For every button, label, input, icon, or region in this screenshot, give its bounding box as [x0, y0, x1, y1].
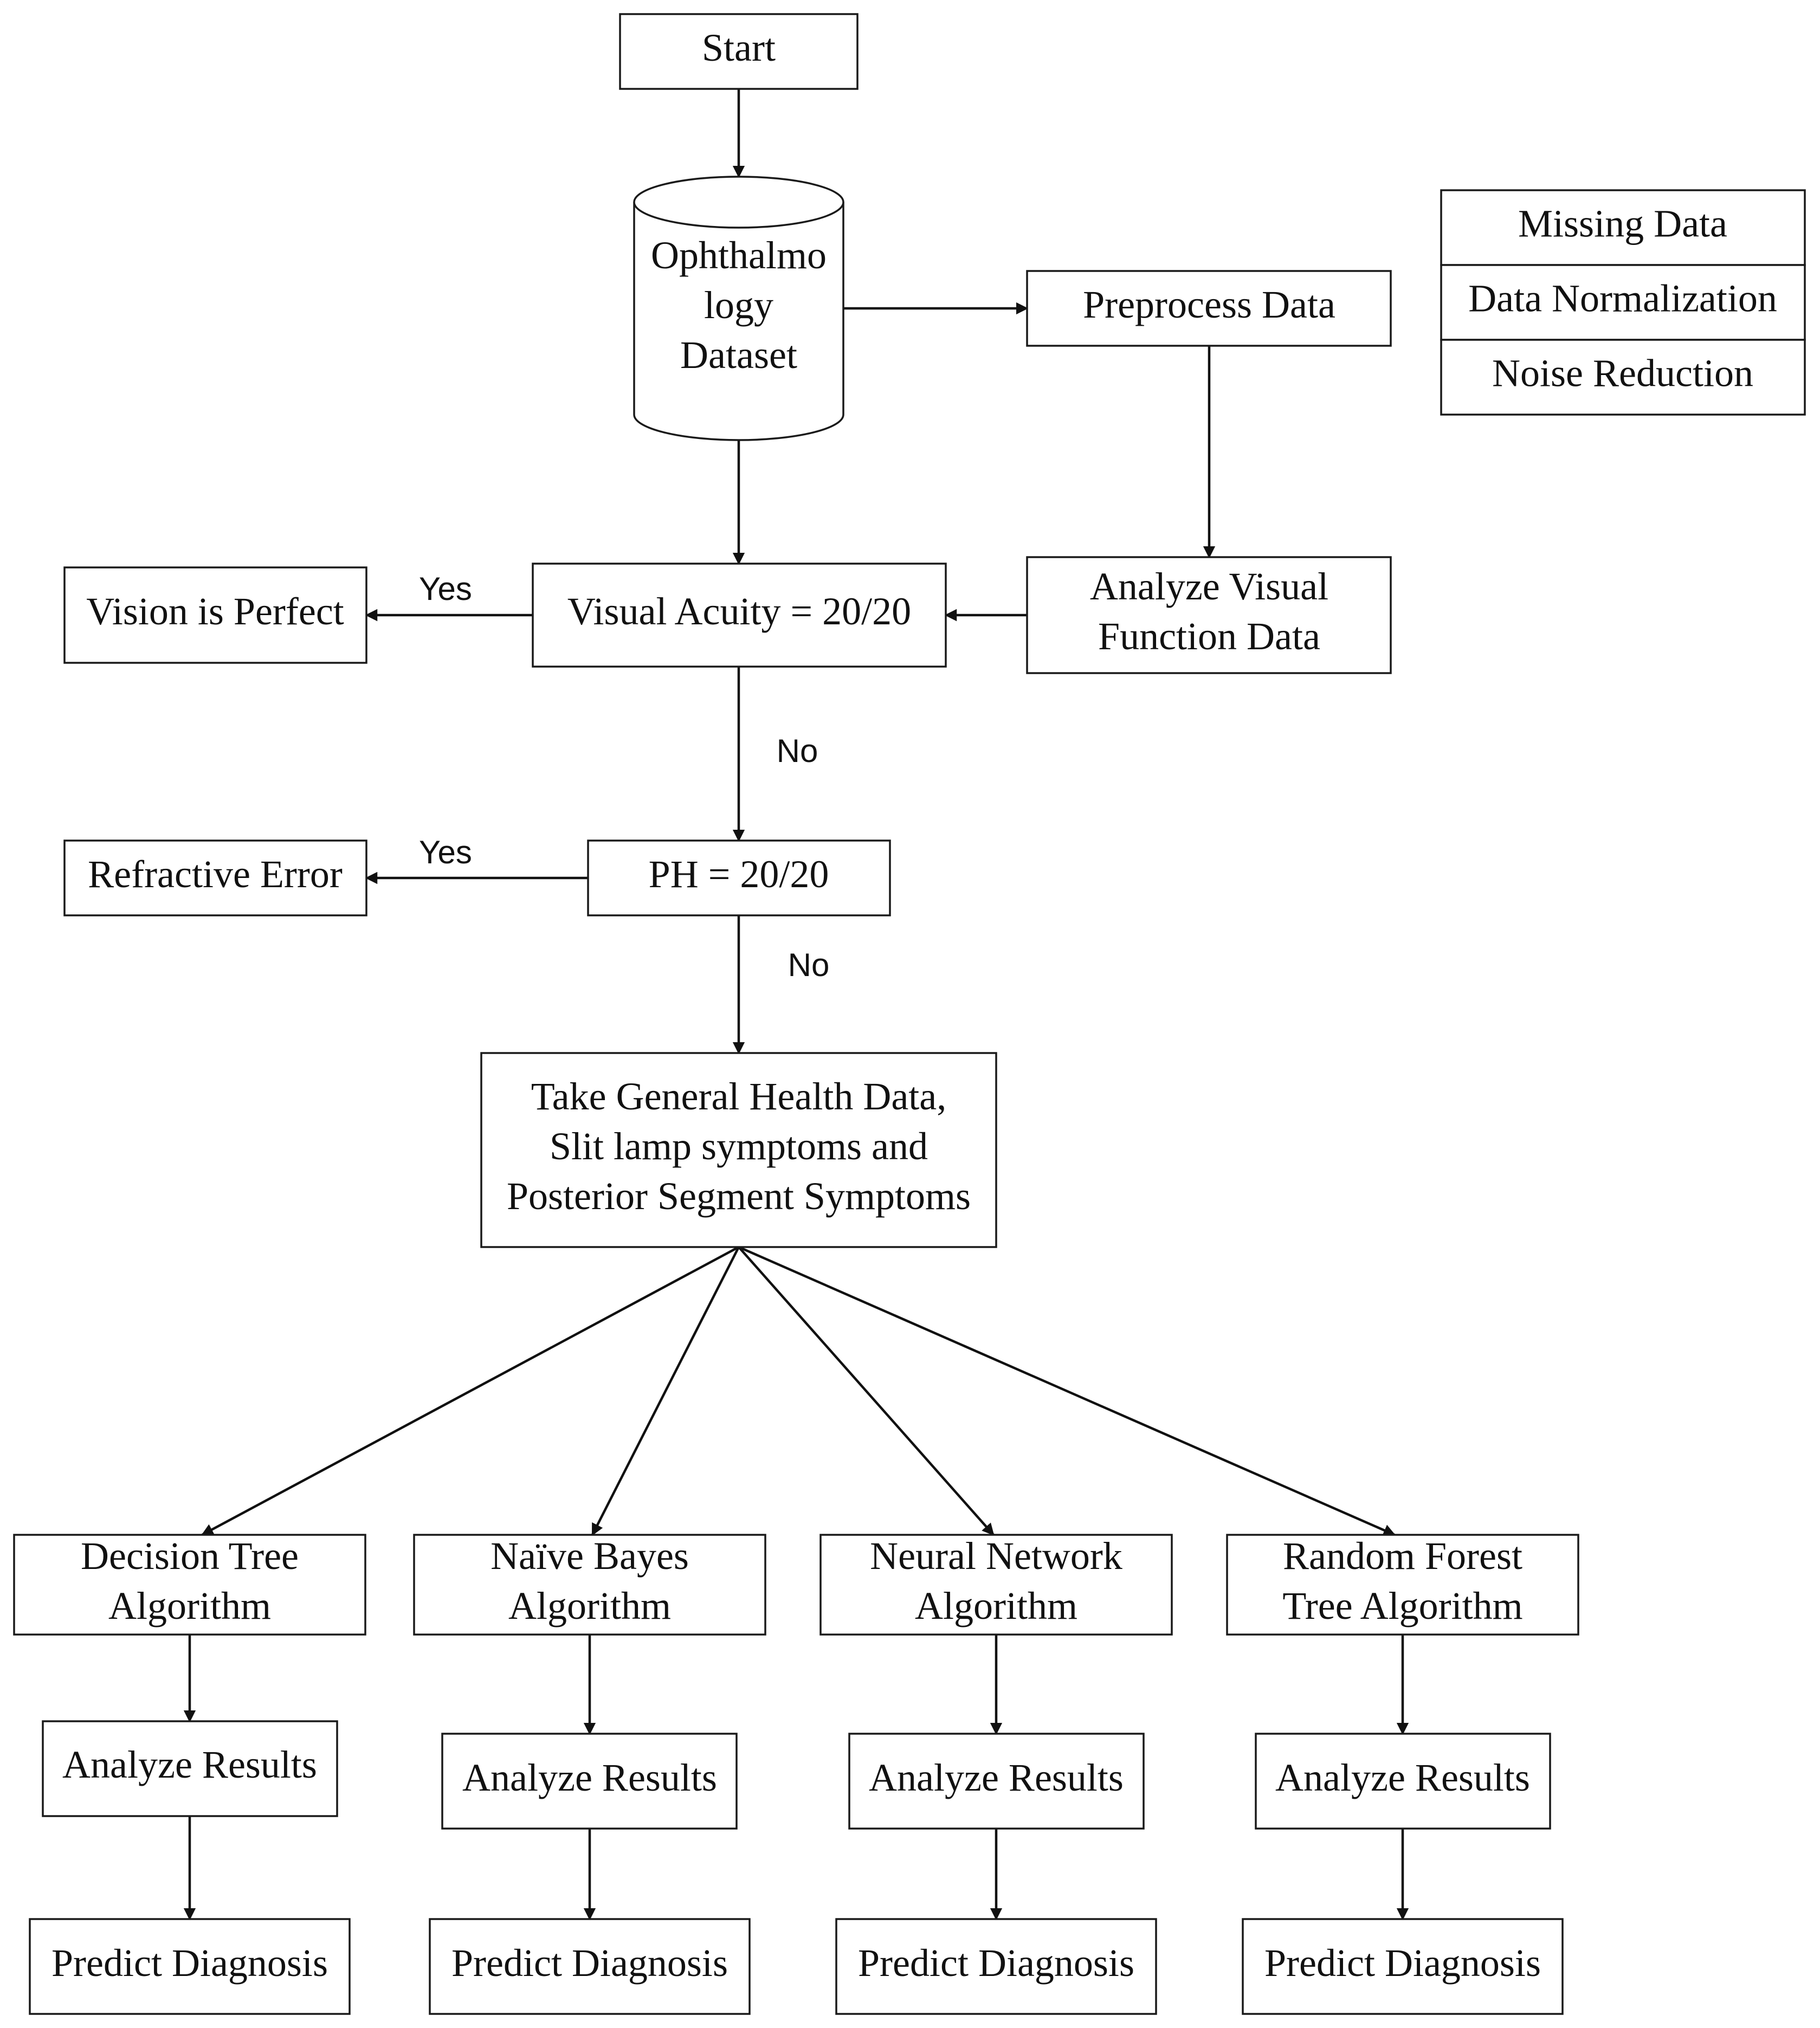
node-text-line: Vision is Perfect [86, 590, 344, 633]
node-text-line: Tree Algorithm [1282, 1584, 1522, 1627]
predict-diagnosis-decision-tree-label: Predict Diagnosis [51, 1941, 328, 1985]
preprocessing-step-data-normalization: Data Normalization [1468, 277, 1777, 320]
node-text-line: Analyze Results [462, 1756, 717, 1799]
node-text-line: Algorithm [108, 1584, 271, 1627]
ph-label: PH = 20/20 [649, 852, 829, 896]
analyze-results-random-forest-node: Analyze Results [1255, 1733, 1551, 1830]
refractive-error-node: Refractive Error [63, 839, 367, 916]
node-text-line: logy [704, 283, 773, 327]
vision-perfect-label: Vision is Perfect [86, 590, 344, 633]
preprocessing-step-cell-2 [1440, 339, 1806, 416]
visual-acuity-decision-node: Visual Acuity = 20/20 [532, 563, 947, 668]
node-text-line: Predict Diagnosis [858, 1941, 1134, 1985]
analyze-results-neural-network-node: Analyze Results [848, 1733, 1145, 1830]
predict-diagnosis-random-forest-node: Predict Diagnosis [1242, 1918, 1564, 2015]
arrow-general-health-to-decision-tree [201, 1246, 740, 1536]
node-text-line: Function Data [1098, 615, 1320, 658]
analyze-results-naive-bayes-label: Analyze Results [462, 1756, 717, 1799]
edge-label-yes-refractive: Yes [419, 834, 472, 870]
edge-label-no-ph: No [788, 947, 830, 983]
arrow-general-health-to-neural-network [738, 1246, 995, 1536]
predict-diagnosis-neural-network-node: Predict Diagnosis [835, 1918, 1157, 2015]
analyze-results-random-forest-label: Analyze Results [1275, 1756, 1530, 1799]
start-node-label: Start [702, 26, 776, 69]
preprocessing-step-missing-data: Missing Data [1518, 202, 1727, 246]
analyze-results-decision-tree-node: Analyze Results [42, 1720, 338, 1817]
node-text-line: Decision Tree [81, 1534, 299, 1578]
preprocess-data-label: Preprocess Data [1083, 283, 1335, 326]
node-text-line: Neural Network [870, 1534, 1122, 1578]
node-text-line: Naïve Bayes [491, 1534, 689, 1578]
node-text-line: Analyze Results [1275, 1756, 1530, 1799]
analyze-results-naive-bayes-node: Analyze Results [441, 1733, 738, 1830]
predict-diagnosis-random-forest-label: Predict Diagnosis [1264, 1941, 1541, 1985]
node-text-line: Take General Health Data, [531, 1075, 947, 1118]
node-text-line: Dataset [680, 333, 797, 377]
arrow-general-health-to-naive-bayes [591, 1246, 740, 1536]
refractive-error-label: Refractive Error [88, 852, 343, 896]
preprocess-data-node: Preprocess Data [1026, 270, 1392, 347]
node-text-line: Preprocess Data [1083, 283, 1335, 326]
node-text-line: Posterior Segment Symptoms [507, 1174, 971, 1218]
predict-diagnosis-naive-bayes-label: Predict Diagnosis [451, 1941, 728, 1985]
node-text-line: Predict Diagnosis [451, 1941, 728, 1985]
preprocessing-steps-table: Missing Data Data Normalization Noise Re… [1440, 189, 1806, 416]
preprocessing-step-cell-0 [1440, 189, 1806, 266]
node-text-line: Random Forest [1283, 1534, 1522, 1578]
node-text-line: Algorithm [508, 1584, 671, 1627]
node-text-line: Predict Diagnosis [1264, 1941, 1541, 1985]
vision-perfect-node: Vision is Perfect [63, 566, 367, 664]
predict-diagnosis-neural-network-label: Predict Diagnosis [858, 1941, 1134, 1985]
general-health-data-node: Take General Health Data, Slit lamp sympt… [480, 1052, 997, 1248]
general-health-data-label: Take General Health Data, Slit lamp sympt… [507, 1075, 971, 1218]
arrow-general-health-to-random-forest [738, 1245, 1396, 1536]
edge-label-yes-vision: Yes [419, 571, 472, 607]
node-text-line: Algorithm [915, 1584, 1077, 1627]
node-text-line: Ophthalmo [651, 234, 827, 277]
visual-acuity-label: Visual Acuity = 20/20 [567, 590, 911, 633]
predict-diagnosis-decision-tree-node: Predict Diagnosis [29, 1918, 351, 2015]
node-text-line: Analyze Visual [1090, 565, 1328, 608]
node-text-line: Slit lamp symptoms and [550, 1125, 928, 1168]
edge-labels: Yes No Yes No [419, 571, 829, 983]
preprocessing-step-noise-reduction: Noise Reduction [1492, 352, 1753, 395]
preprocessing-step-cell-1 [1440, 264, 1806, 341]
edge-label-no-visual-acuity: No [777, 733, 818, 769]
node-text-line: Visual Acuity = 20/20 [567, 590, 911, 633]
connectors [183, 89, 1409, 1921]
analyze-results-neural-network-label: Analyze Results [869, 1756, 1124, 1799]
start-node: Start [619, 13, 859, 90]
analyze-results-decision-tree-label: Analyze Results [62, 1743, 317, 1786]
node-text-line: Analyze Results [62, 1743, 317, 1786]
ph-decision-node: PH = 20/20 [587, 839, 891, 916]
node-text-line: Start [702, 26, 776, 69]
node-text-line: Refractive Error [88, 852, 343, 896]
node-text-line: Predict Diagnosis [51, 1941, 328, 1985]
node-text-line: PH = 20/20 [649, 852, 829, 896]
predict-diagnosis-naive-bayes-node: Predict Diagnosis [429, 1918, 751, 2015]
node-text-line: Analyze Results [869, 1756, 1124, 1799]
